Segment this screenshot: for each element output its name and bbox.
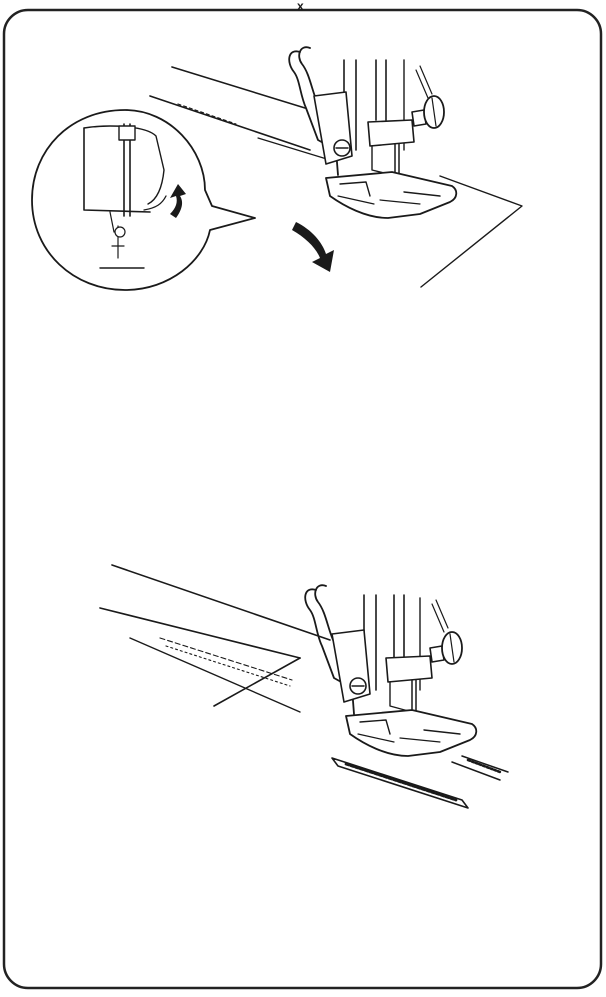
down-arrow-icon <box>292 222 334 272</box>
needle-clamp-2 <box>386 656 432 712</box>
seam-result <box>332 758 468 808</box>
stitch-line <box>452 756 508 780</box>
figure-2-sewing-seam <box>100 565 508 808</box>
fabric-sheet-2 <box>100 565 330 712</box>
figure-1-presser-foot-lowering <box>32 47 522 290</box>
presser-foot-shank-2 <box>305 585 370 714</box>
presser-foot <box>326 172 456 218</box>
presser-foot-shank <box>289 47 352 175</box>
thumb-screw-icon <box>412 96 444 128</box>
detail-callout <box>32 110 255 290</box>
top-mark: x <box>297 0 304 13</box>
thumb-screw-icon-2 <box>430 632 462 664</box>
presser-foot-2 <box>346 710 476 756</box>
needle-clamp <box>368 120 414 176</box>
